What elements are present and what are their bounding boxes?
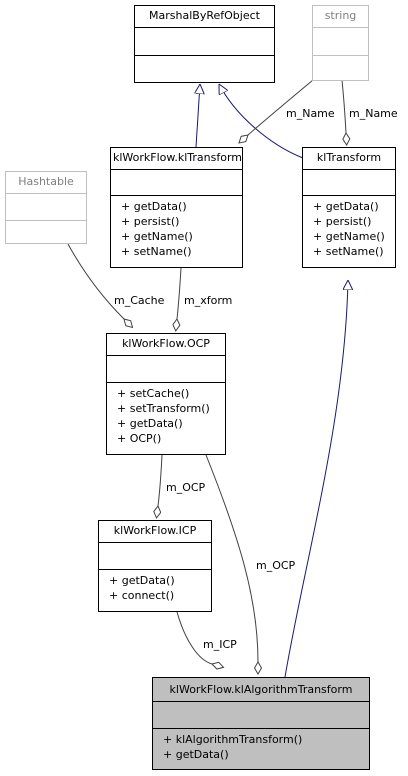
class-string[interactable]: string: [312, 5, 369, 81]
class-hashtable[interactable]: Hashtable: [5, 171, 87, 244]
class-klworkflow-ocp[interactable]: klWorkFlow.OCP + setCache() + setTransfo…: [106, 333, 226, 455]
method: + connect(): [109, 589, 175, 602]
attributes-section: [6, 193, 86, 220]
methods-section: + klAlgorithmTransform() + getData(): [153, 728, 369, 765]
method: + getData(): [313, 200, 379, 213]
class-name: string: [324, 9, 357, 22]
inherit-edge-algo: [284, 280, 348, 678]
method: + persist(): [121, 215, 180, 228]
assoc-edge-ocp-icp: [158, 454, 163, 506]
method: + setName(): [121, 245, 192, 258]
edge-label-m-ocp: m_OCP: [256, 559, 296, 572]
method: + getName(): [121, 230, 193, 243]
method: + getData(): [163, 748, 229, 761]
method: + setName(): [313, 245, 384, 258]
methods-section: [313, 55, 368, 81]
methods-section: + getData() + persist() + getName() + se…: [303, 195, 395, 262]
class-marshalbyrefobject[interactable]: MarshalByRefObject: [134, 5, 275, 83]
methods-section: [135, 55, 274, 83]
class-name: klWorkFlow.klAlgorithmTransform: [169, 683, 353, 696]
edge-label-m-name: m_Name: [286, 107, 335, 120]
class-name: klWorkFlow.OCP: [122, 337, 210, 350]
class-kltransform[interactable]: klTransform + getData() + persist() + ge…: [302, 147, 396, 268]
class-klworkflow-klalgorithmtransform[interactable]: klWorkFlow.klAlgorithmTransform + klAlgo…: [152, 677, 370, 770]
assoc-edge-icp-algo: [176, 611, 212, 664]
method: + persist(): [313, 215, 372, 228]
assoc-edge-string-kltransform: [341, 79, 346, 133]
method: + setCache(): [117, 387, 190, 400]
methods-section: + getData() + persist() + getName() + se…: [111, 195, 242, 262]
assoc-edge-hashtable-ocp: [67, 243, 124, 319]
class-name: klTransform: [316, 151, 382, 164]
method: + OCP(): [117, 432, 162, 445]
attributes-section: [313, 27, 368, 55]
methods-section: [6, 220, 86, 244]
attributes-section: [135, 27, 274, 55]
class-name: klWorkFlow.ICP: [113, 524, 197, 537]
method: + getData(): [109, 574, 175, 587]
methods-section: + setCache() + setTransform() + getData(…: [107, 382, 225, 449]
attributes-section: [153, 701, 369, 728]
assoc-edge-wf-ocp: [177, 267, 182, 319]
class-name: Hashtable: [18, 175, 74, 188]
attributes-section: [99, 542, 211, 569]
edge-label-m-icp: m_ICP: [203, 638, 237, 651]
assoc-edge-ocp-algo: [205, 454, 258, 662]
method: + setTransform(): [117, 402, 210, 415]
class-klworkflow-icp[interactable]: klWorkFlow.ICP + getData() + connect(): [98, 520, 212, 612]
method: + klAlgorithmTransform(): [163, 733, 303, 746]
edge-label-m-xform: m_xform: [184, 294, 233, 307]
attributes-section: [111, 169, 242, 195]
edge-label-m-cache: m_Cache: [114, 294, 165, 307]
method: + getData(): [121, 200, 187, 213]
assoc-edge-string-wf: [248, 79, 314, 135]
class-name: MarshalByRefObject: [149, 9, 260, 22]
inherit-edge-kltransform: [219, 84, 304, 159]
class-klworkflow-kltransform[interactable]: klWorkFlow.klTransform + getData() + per…: [110, 147, 243, 268]
attributes-section: [303, 169, 395, 195]
class-name: klWorkFlow.klTransform: [113, 151, 243, 164]
edge-label-m-ocp: m_OCP: [166, 481, 206, 494]
methods-section: + getData() + connect(): [99, 569, 211, 606]
method: + getData(): [117, 417, 183, 430]
inherit-edge-wf-kltransform: [196, 84, 200, 148]
edge-label-m-name: m_Name: [349, 107, 398, 120]
attributes-section: [107, 355, 225, 382]
method: + getName(): [313, 230, 385, 243]
